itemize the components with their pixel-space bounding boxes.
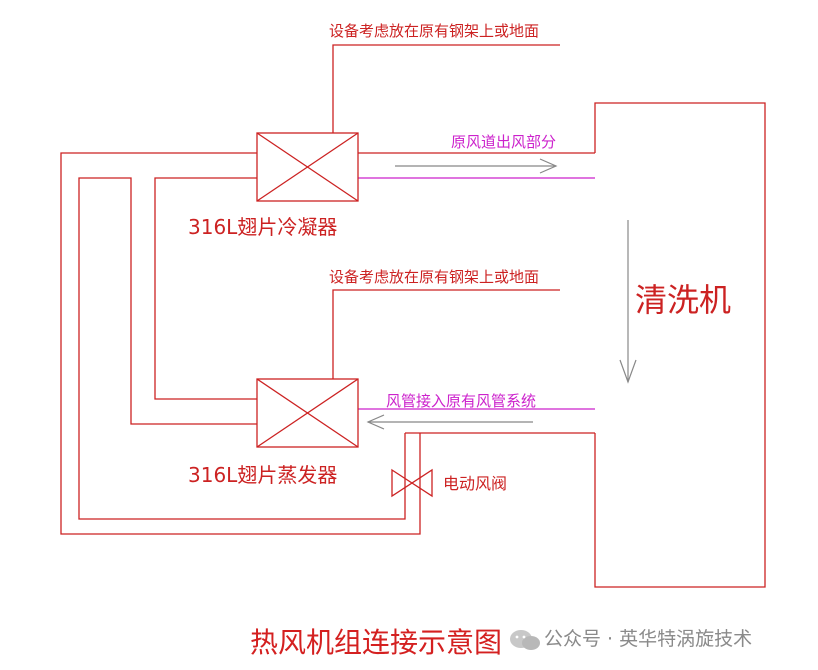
evaporator-support-note: 设备考虑放在原有钢架上或地面 bbox=[329, 268, 539, 286]
outlet-air-label: 原风道出风部分 bbox=[451, 133, 556, 151]
washer-outline bbox=[594, 102, 766, 588]
diagram-title: 热风机组连接示意图 bbox=[250, 626, 502, 659]
inlet-air-label: 风管接入原有风管系统 bbox=[386, 392, 536, 410]
inlet-flow-arrow bbox=[366, 414, 533, 430]
washer-flow-arrow bbox=[619, 220, 637, 384]
wechat-icon bbox=[510, 629, 540, 650]
pipe-loop-inner bbox=[154, 177, 257, 400]
pipe-loop-middle bbox=[78, 177, 406, 520]
condenser-unit bbox=[256, 132, 359, 202]
evaporator-label: 316L翅片蒸发器 bbox=[188, 463, 337, 487]
pipe-loop-outer bbox=[60, 152, 421, 535]
evaporator-support-line bbox=[332, 289, 560, 379]
outlet-flow-arrow bbox=[395, 158, 558, 174]
evaporator-unit bbox=[256, 378, 359, 448]
damper-valve-icon bbox=[391, 468, 433, 498]
valve-label: 电动风阀 bbox=[443, 474, 507, 493]
watermark-text: 公众号 · 英华特涡旋技术 bbox=[544, 628, 753, 650]
washer-label: 清洗机 bbox=[635, 281, 731, 319]
condenser-label: 316L翅片冷凝器 bbox=[188, 215, 337, 239]
condenser-support-line bbox=[332, 44, 560, 133]
watermark: 公众号 · 英华特涡旋技术 bbox=[508, 624, 752, 652]
condenser-support-note: 设备考虑放在原有钢架上或地面 bbox=[329, 22, 539, 40]
